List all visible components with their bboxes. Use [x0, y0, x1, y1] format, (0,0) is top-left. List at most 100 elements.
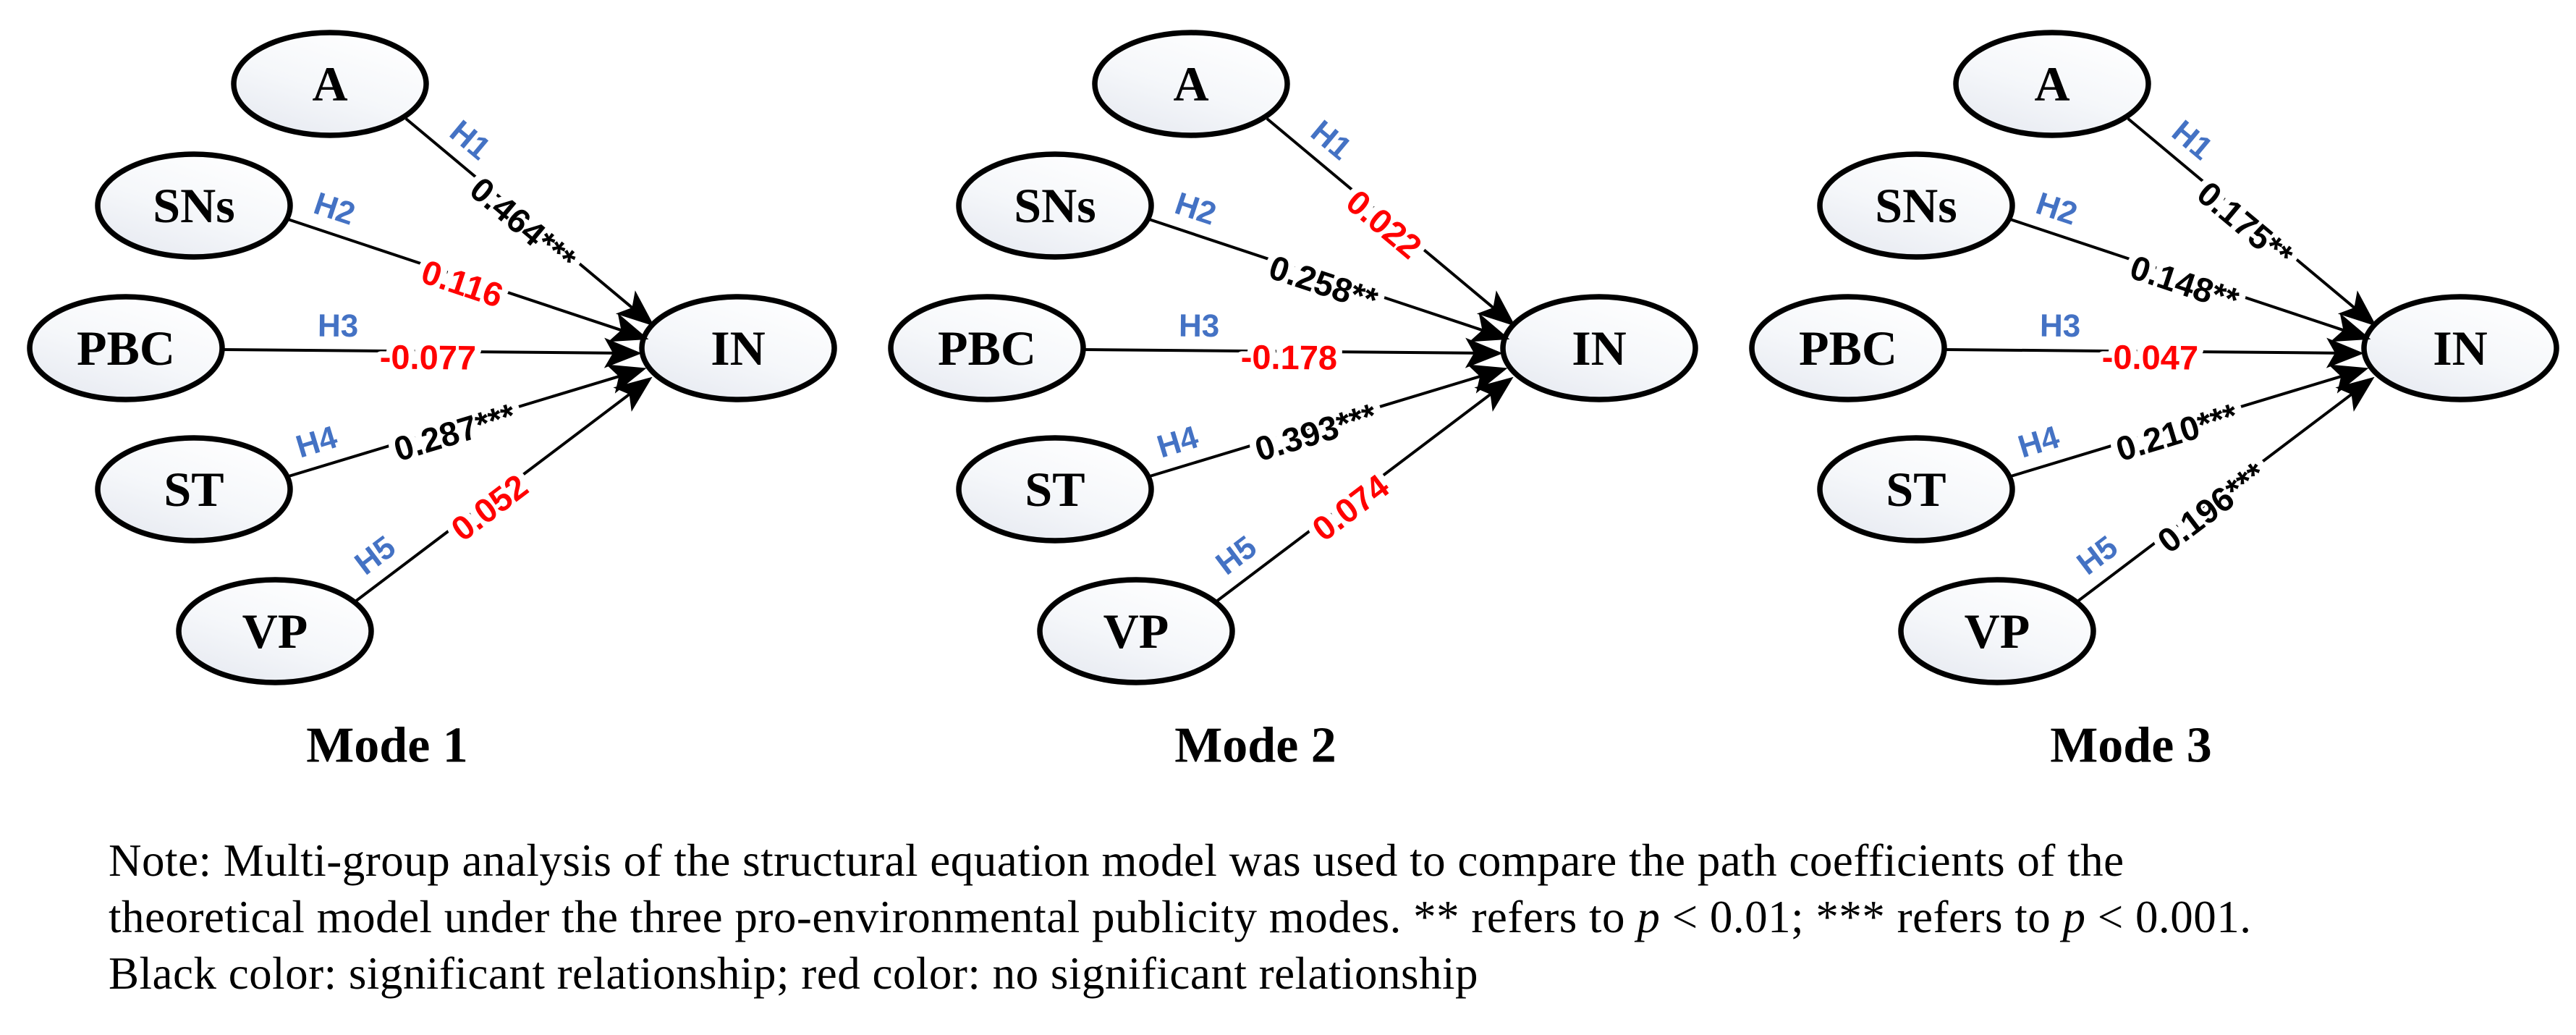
node-label-VP: VP — [1965, 604, 2030, 659]
hypothesis-label-H5: H5 — [348, 529, 402, 582]
coefficient-label-H3: -0.077 — [380, 337, 477, 376]
path-arrowhead-H5 — [613, 376, 653, 412]
coefficient-label-H4: 0.287*** — [389, 395, 520, 468]
coefficient-label-H3: -0.178 — [1241, 337, 1338, 376]
node-label-A: A — [312, 56, 347, 111]
path-arrowhead-H1 — [1476, 290, 1516, 326]
note-text: Note: Multi-group analysis of the struct… — [109, 835, 2124, 886]
node-label-PBC: PBC — [77, 321, 175, 376]
node-PBC — [27, 294, 225, 402]
node-label-PBC: PBC — [938, 321, 1036, 376]
path-line-H4 — [288, 373, 625, 478]
node-IN — [2361, 294, 2559, 402]
hypothesis-label-H1: H1 — [443, 114, 497, 167]
path-arrowhead-H3 — [603, 337, 642, 368]
node-IN — [639, 294, 837, 402]
node-label-PBC: PBC — [1799, 321, 1897, 376]
coefficient-label-H4: 0.393*** — [1250, 395, 1381, 468]
note-italic-p: p — [1637, 892, 1661, 942]
path-arrowhead-H3 — [1465, 337, 1503, 368]
path-arrowhead-H2 — [2330, 313, 2371, 342]
node-A — [1953, 30, 2151, 138]
note-italic-p: p — [2062, 892, 2086, 942]
path-line-H3 — [1083, 348, 1480, 355]
hypothesis-label-H5: H5 — [2070, 529, 2124, 582]
path-line-H1 — [404, 117, 637, 313]
path-line-H5 — [2076, 389, 2357, 603]
path-line-H2 — [2009, 218, 2350, 334]
path-arrowhead-H5 — [1474, 376, 1514, 412]
coefficient-label-H3: -0.047 — [2102, 337, 2199, 376]
hypothesis-label-H5: H5 — [1209, 529, 1263, 582]
node-label-ST: ST — [1886, 462, 1946, 517]
note-text: < 0.01; *** refers to — [1660, 892, 2063, 942]
coefficient-label-H5: 0.052 — [444, 466, 535, 548]
path-line-H2 — [1148, 218, 1488, 334]
node-A — [1092, 30, 1290, 138]
node-label-IN: IN — [2433, 321, 2488, 376]
path-line-H5 — [1215, 389, 1496, 603]
hypothesis-label-H2: H2 — [2032, 185, 2082, 232]
model-panel-1: ASNsPBCSTVPINH10.464***H20.116H3-0.077H4… — [27, 30, 837, 774]
node-VP — [1898, 577, 2096, 685]
path-line-H4 — [2010, 373, 2347, 478]
path-arrowhead-H4 — [2328, 364, 2369, 394]
note-text: < 0.001. — [2085, 892, 2252, 942]
coefficient-label-H2: 0.148** — [2125, 248, 2244, 319]
node-A — [231, 30, 429, 138]
node-PBC — [888, 294, 1086, 402]
hypothesis-label-H1: H1 — [2165, 114, 2219, 167]
path-arrowhead-H2 — [608, 313, 649, 342]
coefficient-label-H4: 0.210*** — [2111, 395, 2242, 468]
note-line-3: Black color: significant relationship; r… — [109, 945, 2496, 1002]
mode-label-2: Mode 2 — [1174, 718, 1336, 774]
hypothesis-label-H4: H4 — [1153, 419, 1203, 465]
node-VP — [1037, 577, 1235, 685]
path-arrowhead-H3 — [2326, 337, 2364, 368]
path-arrowhead-H4 — [1467, 364, 1508, 394]
hypothesis-label-H3: H3 — [2040, 308, 2081, 344]
node-label-A: A — [2034, 56, 2069, 111]
node-label-SNs: SNs — [1875, 178, 1957, 233]
path-line-H2 — [287, 218, 627, 334]
coefficient-label-H1: 0.464*** — [463, 169, 584, 279]
node-SNs — [1817, 151, 2015, 260]
path-arrowhead-H1 — [2337, 290, 2377, 326]
figure-note: Note: Multi-group analysis of the struct… — [109, 832, 2496, 1002]
note-line-1: Note: Multi-group analysis of the struct… — [109, 832, 2496, 889]
path-arrowhead-H2 — [1469, 313, 1510, 342]
node-label-ST: ST — [164, 462, 224, 517]
path-line-H3 — [222, 348, 619, 355]
node-VP — [176, 577, 374, 685]
node-ST — [95, 435, 293, 544]
node-label-VP: VP — [1103, 604, 1169, 659]
coefficient-label-H2: 0.116 — [417, 252, 508, 315]
node-PBC — [1749, 294, 1947, 402]
node-ST — [1817, 435, 2015, 544]
path-line-H4 — [1149, 373, 1486, 478]
path-line-H1 — [2127, 117, 2360, 313]
node-ST — [956, 435, 1154, 544]
coefficient-label-H1: 0.175** — [2190, 174, 2301, 275]
node-label-VP: VP — [242, 604, 308, 659]
path-arrowhead-H5 — [2335, 376, 2375, 412]
path-line-H5 — [354, 389, 635, 603]
node-label-IN: IN — [711, 321, 766, 376]
hypothesis-label-H2: H2 — [1171, 185, 1221, 232]
node-IN — [1500, 294, 1698, 402]
node-label-SNs: SNs — [153, 178, 234, 233]
mode-label-1: Mode 1 — [306, 718, 468, 774]
hypothesis-label-H3: H3 — [1179, 308, 1220, 344]
path-line-H1 — [1266, 117, 1499, 313]
note-line-2: theoretical model under the three pro-en… — [109, 889, 2496, 945]
coefficient-label-H5: 0.196*** — [2151, 454, 2274, 560]
hypothesis-label-H4: H4 — [292, 419, 342, 465]
path-arrowhead-H1 — [615, 290, 655, 326]
node-SNs — [95, 151, 293, 260]
path-line-H3 — [1944, 348, 2342, 355]
mode-label-3: Mode 3 — [2050, 718, 2212, 774]
